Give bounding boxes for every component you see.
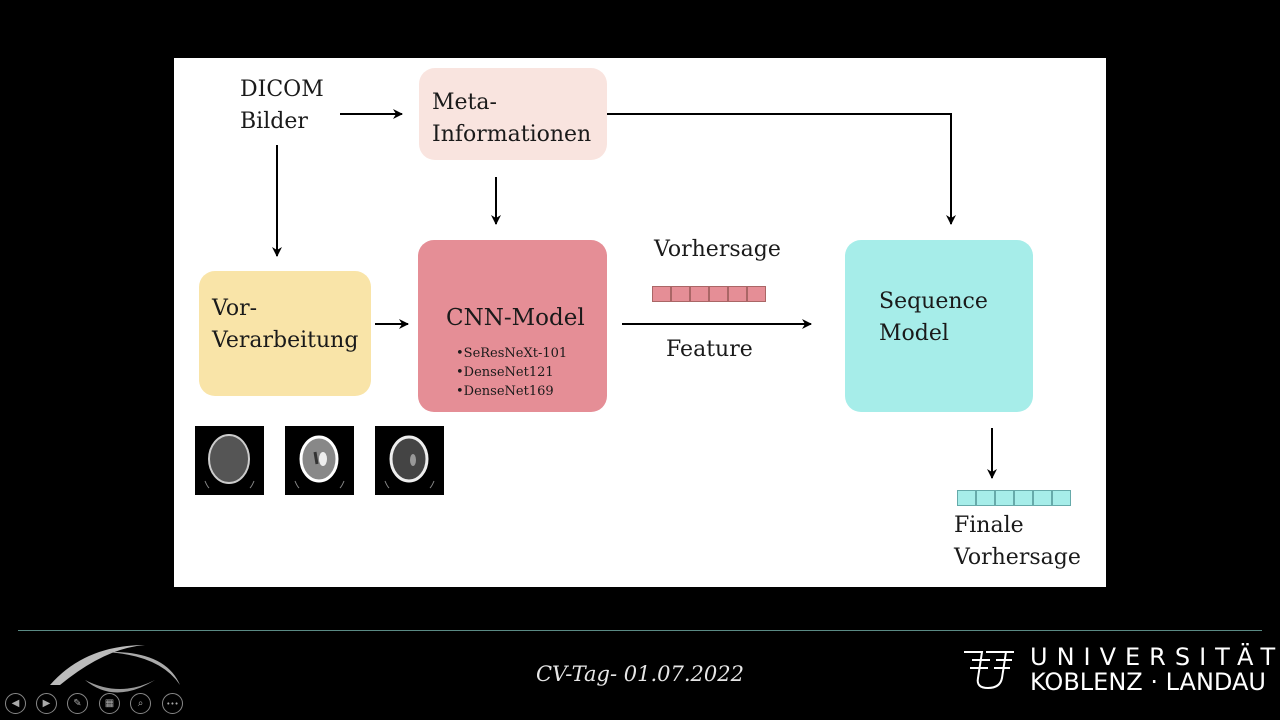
next-slide-button[interactable]: ▶ [36, 693, 57, 714]
seq-line2: Model [879, 321, 949, 346]
vector-cell [652, 286, 671, 302]
university-line1: UNIVERSITÄT [1030, 643, 1280, 671]
vector-cell [1014, 490, 1033, 506]
seq-line1: Sequence [879, 289, 988, 314]
meta-line2: Informationen [432, 122, 592, 147]
dicom-label: DICOM Bilder [240, 74, 324, 138]
ct-scan-image [375, 426, 444, 495]
cnn-model-item: •SeResNeXt-101 [456, 346, 568, 361]
pen-icon: ✎ [73, 698, 82, 709]
final-prediction-vector [957, 490, 1071, 506]
more-options-button[interactable]: ••• [162, 693, 183, 714]
diagram-arrows [272, 109, 997, 479]
meta-information-box: Meta- Informationen [419, 68, 607, 160]
final-line1: Finale [954, 513, 1024, 538]
see-all-slides-button[interactable]: ▦ [99, 693, 120, 714]
magnifier-icon: ⌕ [137, 698, 144, 709]
cnn-model-item: •DenseNet121 [456, 365, 554, 380]
next-icon: ▶ [42, 698, 51, 709]
meta-line1: Meta- [432, 90, 497, 115]
previous-slide-button[interactable]: ◀ [5, 693, 26, 714]
vector-cell [709, 286, 728, 302]
vector-cell [1052, 490, 1071, 506]
prediction-vector [652, 286, 766, 302]
vector-cell [976, 490, 995, 506]
vector-cell [728, 286, 747, 302]
ct-scan-image [195, 426, 264, 495]
slide: DICOM Bilder Meta- Informationen Vor- Ve… [174, 58, 1106, 587]
dicom-line1: DICOM [240, 77, 324, 102]
cnn-title: CNN-Model [446, 305, 585, 331]
preprocessing-box: Vor- Verarbeitung [199, 271, 371, 396]
previous-icon: ◀ [11, 698, 20, 709]
cnn-model-item: •DenseNet169 [456, 384, 554, 399]
cnn-model-box: CNN-Model •SeResNeXt-101 •DenseNet121 •D… [418, 240, 607, 412]
dicom-line2: Bilder [240, 109, 308, 134]
vector-cell [671, 286, 690, 302]
footer-divider [18, 630, 1262, 631]
eye-logo-icon [50, 645, 180, 693]
sequence-model-box: Sequence Model [845, 240, 1033, 412]
final-prediction-label: Finale Vorhersage [954, 510, 1081, 574]
cnn-model-list: •SeResNeXt-101 •DenseNet121 •DenseNet169 [456, 344, 567, 401]
vector-cell [1033, 490, 1052, 506]
pen-button[interactable]: ✎ [67, 693, 88, 714]
university-logo-icon [964, 651, 1014, 690]
university-line2: KOBLENZ · LANDAU [1030, 668, 1266, 696]
vector-cell [747, 286, 766, 302]
final-line2: Vorhersage [954, 545, 1081, 570]
pre-line2: Verarbeitung [212, 328, 359, 353]
vector-cell [957, 490, 976, 506]
prediction-label: Vorhersage [654, 237, 781, 262]
university-name: UNIVERSITÄT KOBLENZ · LANDAU [1030, 645, 1280, 695]
feature-label: Feature [666, 337, 753, 362]
ct-scan-image [285, 426, 354, 495]
arrow-meta-to-seq [607, 113, 956, 225]
zoom-button[interactable]: ⌕ [130, 693, 151, 714]
vector-cell [690, 286, 709, 302]
ellipsis-icon: ••• [166, 699, 179, 708]
vector-cell [995, 490, 1014, 506]
pre-line1: Vor- [212, 296, 258, 321]
footer-text: CV-Tag- 01.07.2022 [535, 662, 744, 686]
grid-icon: ▦ [104, 698, 115, 709]
